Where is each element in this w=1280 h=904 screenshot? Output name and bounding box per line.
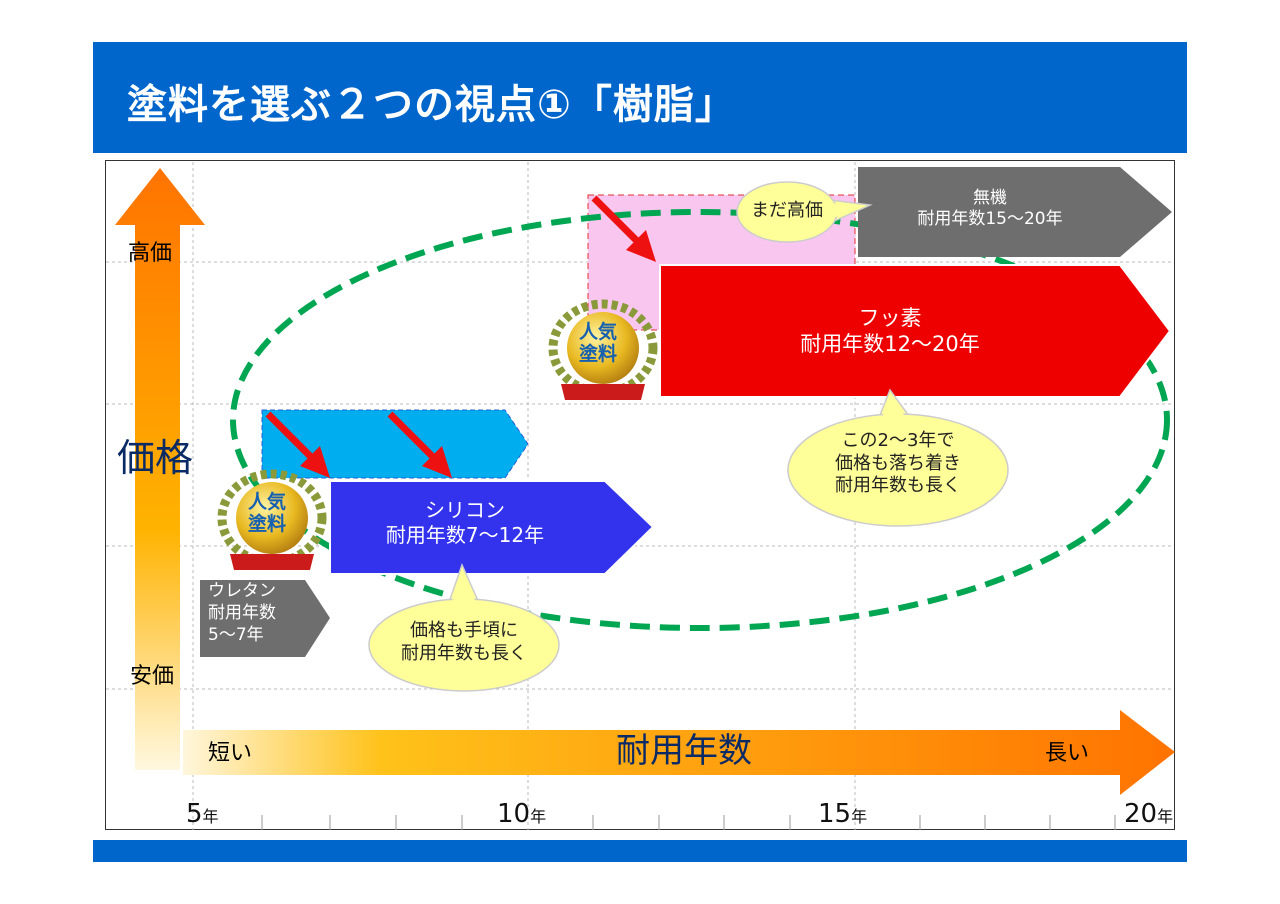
bubble-tail-fill	[450, 203, 910, 608]
footer-bar	[93, 840, 1187, 862]
x-tick-15: 15年	[818, 799, 868, 829]
durability-axis-arrow	[183, 710, 1175, 795]
price-high-label: 高価	[128, 241, 173, 266]
title-bar	[93, 42, 1187, 153]
silicone-note-bubble: 価格も手頃に 耐用年数も長く	[401, 620, 527, 664]
still-expensive-bubble: まだ高価	[751, 200, 823, 221]
popular-badge-text: 人気塗料	[579, 321, 618, 365]
fluorine-note-bubble: この2～3年で 価格も落ち着き 耐用年数も長く	[835, 430, 961, 496]
chart-frame	[105, 160, 1175, 830]
price-drop-arrows	[265, 195, 656, 478]
long-label: 長い	[1045, 741, 1090, 766]
silicone-old-price-box	[261, 409, 529, 479]
fluorine-label: フッ素 耐用年数12～20年	[800, 306, 980, 357]
price-low-label: 安価	[130, 664, 175, 689]
short-label: 短い	[208, 741, 253, 766]
speech-bubbles	[368, 181, 1009, 692]
price-axis-label: 価格	[117, 436, 194, 480]
popular-badge-medal	[548, 299, 658, 400]
popular-badge-text: 人気塗料	[248, 491, 287, 535]
silicone-label: シリコン 耐用年数7～12年	[385, 498, 545, 547]
durability-axis-label: 耐用年数	[616, 731, 752, 771]
inorganic-bar	[858, 167, 1172, 257]
silicone-bar	[329, 480, 655, 575]
x-tick-10: 10年	[497, 799, 547, 829]
urethane-label: ウレタン 耐用年数 5～7年	[208, 581, 276, 646]
x-tick-5: 5年	[186, 799, 219, 829]
popular-badge-medal	[217, 469, 327, 570]
page-title: 塗料を選ぶ２つの視点①「樹脂」	[127, 82, 736, 128]
urethane-bar	[200, 580, 330, 657]
mainstream-ellipse	[230, 209, 1170, 631]
x-tick-20: 20年	[1124, 799, 1174, 829]
minor-ticks	[261, 815, 1116, 830]
inorganic-label: 無機 耐用年数15～20年	[917, 188, 1063, 230]
price-axis-arrow	[115, 168, 205, 770]
fluorine-bar	[659, 264, 1172, 398]
